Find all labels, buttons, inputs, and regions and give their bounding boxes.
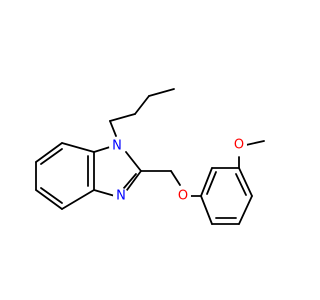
bond-butyl-c2-c3 <box>134 95 150 115</box>
bond-n3-c3a <box>93 189 116 197</box>
bond-ch2-o <box>170 170 181 186</box>
bond-o-ch3 <box>245 140 265 146</box>
bond-c2-n3 <box>126 170 142 191</box>
molecule-structure: N N O O <box>35 88 265 225</box>
atom-labels: N N O O <box>109 137 247 204</box>
bond-ar-c6-c1 <box>200 195 213 225</box>
atom-n3-label: N <box>116 189 126 204</box>
atom-o-methoxy: O <box>231 137 247 153</box>
atom-o-ether: O <box>175 188 191 204</box>
bond-ar-c3-c4 <box>238 167 253 197</box>
bond-n1-c2 <box>125 151 142 172</box>
bond-c7a-n1 <box>93 146 111 153</box>
atom-o-ether-label: O <box>178 189 188 204</box>
bond-ar-c4-c5 <box>238 195 253 225</box>
bond-ar-c1-c2-double <box>206 171 217 195</box>
bond-c2-n3-double <box>123 173 137 189</box>
bond-n1-c1butyl <box>109 120 117 137</box>
atom-o-methoxy-label: O <box>234 138 244 153</box>
bond-c7-c6-double <box>40 148 63 165</box>
bond-butyl-c1-c2 <box>109 113 136 122</box>
bond-c7-c6 <box>35 142 63 163</box>
bonds <box>35 88 265 225</box>
atom-n1-label: N <box>112 139 122 154</box>
bond-c5-c4-double <box>40 187 63 204</box>
bond-c5-c4 <box>35 189 63 210</box>
bond-ar-c3-c4-double <box>235 173 247 196</box>
bond-butyl-c3-c4 <box>148 88 175 97</box>
structure-canvas: N N O O <box>35 88 265 225</box>
bond-c4-c3a <box>61 189 95 210</box>
bond-ar-c1-c2 <box>200 167 213 197</box>
bond-c7a-c7 <box>61 142 95 153</box>
atom-n1: N <box>109 138 125 154</box>
atom-n3: N <box>113 188 129 204</box>
